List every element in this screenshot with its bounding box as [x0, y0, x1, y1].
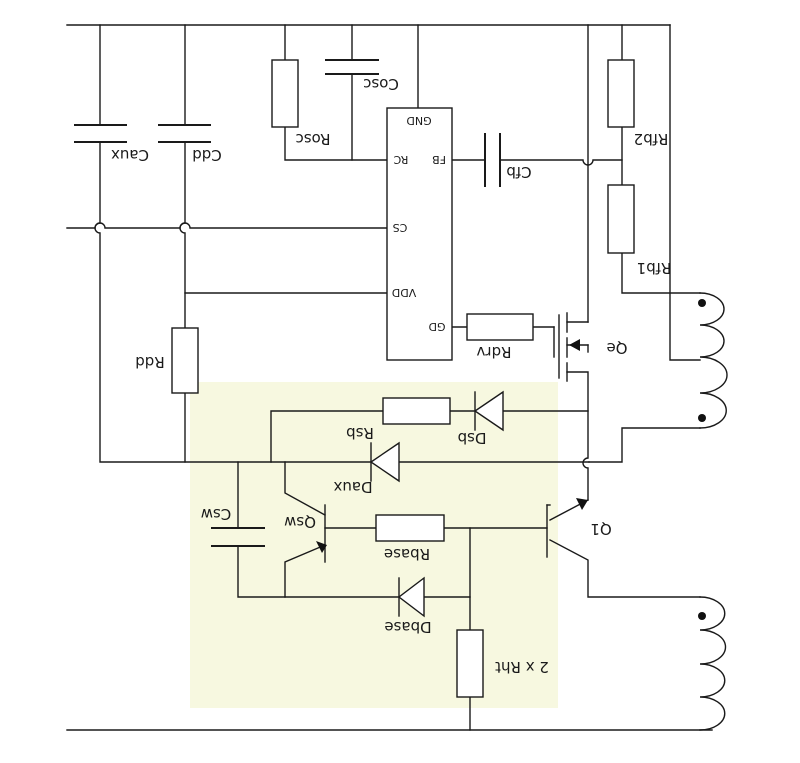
pin-fb: FB [432, 153, 446, 166]
resistor-rsb [382, 397, 451, 425]
component-labels: Caux Cdd Rosc Cosc Cfb Rfb2 Rfb1 Rdrv Qe… [111, 75, 672, 676]
capacitor-cfb [484, 133, 501, 187]
pin-gnd: GND [406, 114, 431, 127]
label-cfb: Cfb [506, 163, 531, 181]
resistor-rdrv [466, 313, 534, 341]
transformer-coil-2 [698, 596, 727, 731]
wiring [66, 24, 713, 731]
transformer-coil-1 [698, 292, 728, 429]
label-dsb: Dsb [458, 429, 487, 447]
resistor-rfb2 [607, 59, 635, 128]
capacitor-cosc [325, 59, 379, 75]
controller-ic: GND RC FB CS VDD GD [386, 107, 453, 361]
pin-gd: GD [429, 320, 446, 333]
label-rdd: Rdd [135, 353, 164, 371]
transistor-q1 [546, 498, 588, 558]
pin-rc: RC [393, 153, 408, 166]
diode-daux [369, 441, 400, 483]
resistor-rbase [375, 514, 445, 542]
label-rfb1: Rfb1 [637, 259, 672, 277]
pin-vdd: VDD [392, 286, 416, 299]
label-rbase: Rbase [384, 545, 430, 563]
transistor-qe [558, 312, 589, 382]
resistor-rfb1 [607, 184, 635, 254]
label-rht: 2 x Rht [495, 658, 549, 676]
label-rosc: Rosc [296, 130, 331, 148]
label-qe: Qe [606, 339, 627, 357]
label-rdrv: Rdrv [476, 343, 511, 361]
resistor-rdd [171, 327, 199, 394]
resistor-rht [456, 629, 484, 698]
diode-dsb [473, 390, 504, 432]
label-rsb: Rsb [346, 424, 374, 442]
label-qsw: Qsw [284, 513, 316, 531]
label-cdd: Cdd [192, 146, 222, 164]
label-dbase: Dbase [384, 618, 431, 636]
label-q1: Q1 [590, 520, 611, 538]
label-caux: Caux [111, 146, 149, 164]
capacitor-caux [74, 124, 127, 143]
capacitor-csw [211, 527, 265, 547]
capacitor-cdd [158, 124, 211, 143]
pin-cs: CS [393, 221, 408, 234]
label-csw: Csw [201, 505, 232, 523]
label-cosc: Cosc [363, 75, 399, 93]
label-daux: Daux [333, 478, 372, 496]
diode-dbase [397, 576, 425, 618]
resistor-rosc [271, 59, 299, 128]
label-rfb2: Rfb2 [634, 130, 669, 148]
transistor-qsw [316, 504, 327, 563]
